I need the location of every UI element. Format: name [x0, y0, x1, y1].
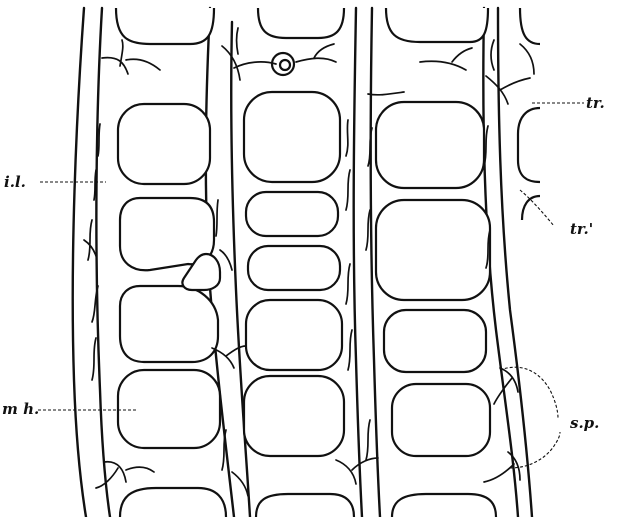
label-mh: m h. — [2, 400, 39, 418]
mesh-hole-small — [280, 60, 290, 70]
mesh-hole — [244, 376, 344, 456]
label-il: i.l. — [4, 173, 26, 191]
mesh-hole — [246, 192, 338, 236]
wall-1b — [96, 8, 110, 517]
wall-1a — [73, 8, 86, 517]
mesh-hole — [118, 104, 210, 184]
mesh-hole — [376, 200, 490, 300]
wall-3a — [354, 8, 362, 517]
mesh-hole — [120, 488, 226, 517]
mesh-hole-partial — [520, 8, 540, 44]
mesh-hole — [392, 494, 496, 517]
mesh-hole — [376, 102, 484, 188]
mesh-hole — [244, 92, 340, 182]
mesh-hole — [392, 384, 490, 456]
wall-4b — [498, 8, 532, 517]
mesh-hole — [384, 310, 486, 372]
label-tr-prime: tr.' — [570, 220, 593, 238]
mesh-hole — [116, 8, 214, 44]
mesh-hole — [256, 494, 354, 517]
mesh-hole — [248, 246, 340, 290]
label-tr: tr. — [586, 94, 605, 112]
mesh-hole — [386, 8, 488, 42]
mesh-hole-partial — [522, 196, 540, 220]
mesh-hole-partial — [518, 108, 540, 182]
leader-sp-upper — [500, 367, 558, 418]
mesh-hole — [120, 286, 218, 362]
mesh-hole — [118, 370, 220, 448]
label-sp: s.p. — [570, 414, 599, 432]
mesh-hole — [246, 300, 342, 370]
mesh-holes — [116, 8, 540, 517]
mesh-hole — [258, 8, 344, 38]
